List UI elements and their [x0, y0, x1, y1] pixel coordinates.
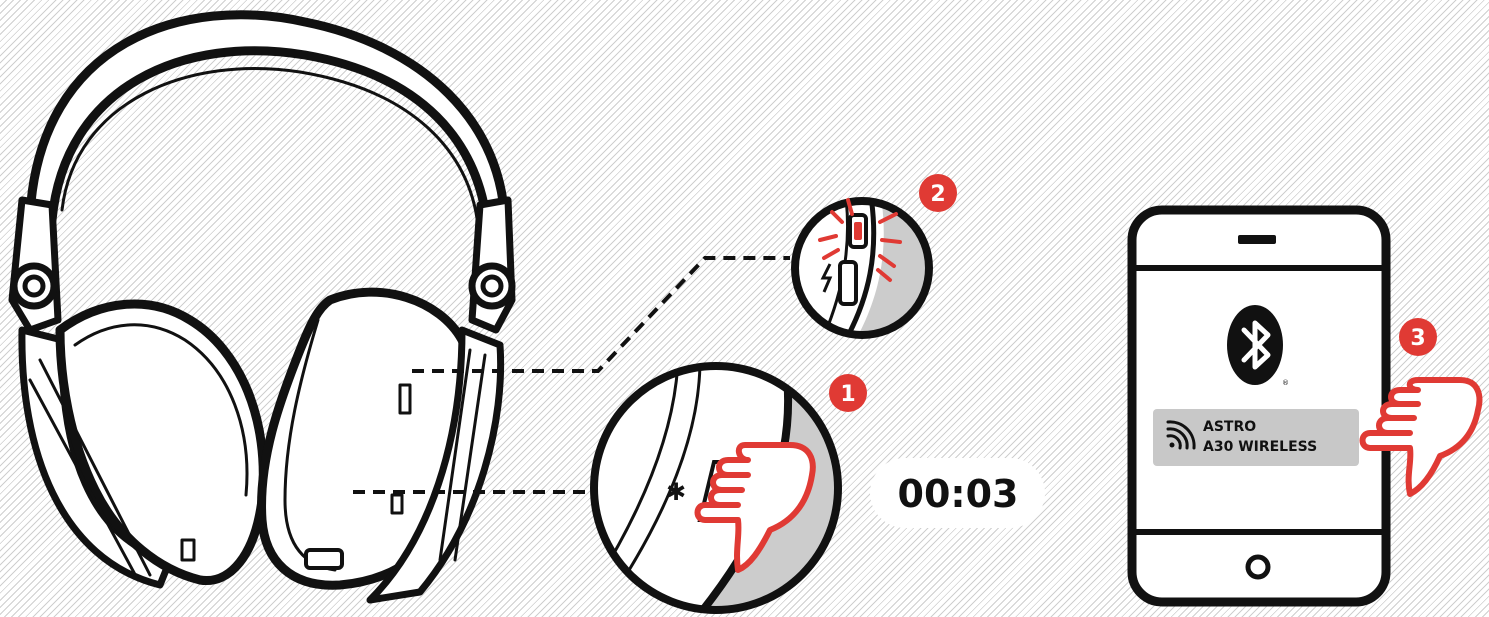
leader-lines	[353, 256, 790, 494]
step-1-number: 1	[840, 382, 855, 407]
step-2-badge: 2	[919, 174, 957, 212]
led-zoom-circle	[791, 197, 933, 339]
right-hinge	[468, 196, 516, 334]
step-3-badge: 3	[1399, 318, 1437, 356]
home-button	[1245, 554, 1271, 580]
step-3-number: 3	[1410, 326, 1425, 351]
button-zoom-circle: ✱	[590, 362, 842, 614]
left-earcup	[18, 299, 268, 589]
bluetooth-icon: ®	[1227, 305, 1289, 387]
step-1-badge: 1	[829, 374, 867, 412]
device-name-line1: ASTRO	[1203, 419, 1256, 435]
hand-pointer-icon-phone	[1359, 377, 1483, 497]
headset-illustration	[8, 10, 516, 604]
hand-pointer-icon	[694, 442, 816, 573]
left-hinge	[8, 196, 62, 334]
device-list-item[interactable]: ASTRO A30 WIRELESS	[1153, 409, 1359, 466]
device-name-line2: A30 WIRELESS	[1203, 439, 1317, 455]
right-earcup	[257, 287, 505, 604]
signal-icon	[1166, 420, 1196, 450]
step-2-number: 2	[930, 182, 945, 207]
timer-text: 00:03	[898, 472, 1019, 516]
bluetooth-icon-button: ✱	[666, 478, 686, 506]
leader-line-upper	[412, 256, 790, 373]
smartphone: ® ASTRO A30 WIRELESS	[1127, 205, 1483, 607]
bluetooth-trademark: ®	[1282, 379, 1289, 387]
timer-pill: 00:03	[870, 458, 1045, 528]
led-blink-icon	[818, 198, 902, 282]
earpiece	[1238, 235, 1276, 244]
lightning-icon	[820, 263, 833, 293]
